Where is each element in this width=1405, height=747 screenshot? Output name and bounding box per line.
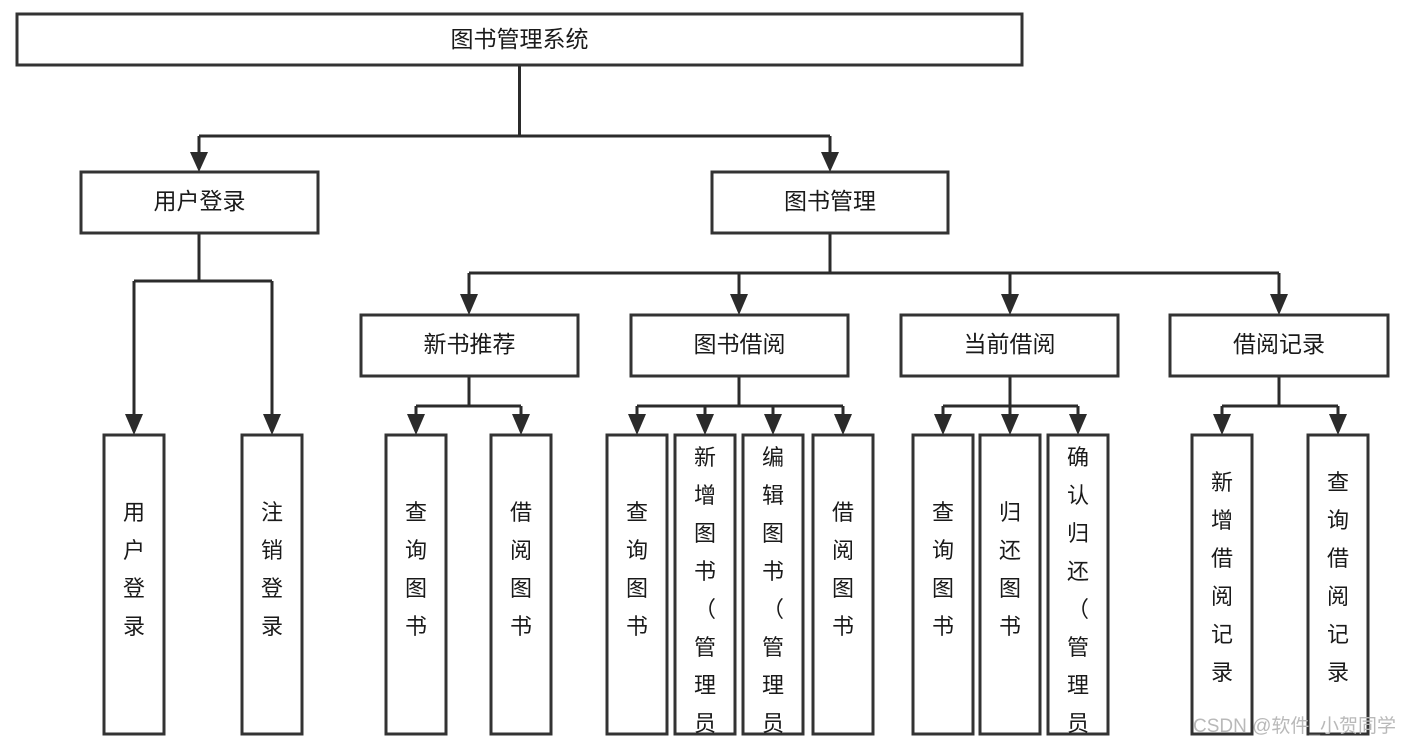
leaf-query-record[interactable]: 查询借阅记录 [1306, 433, 1370, 736]
node-borrow-record[interactable]: 借阅记录 [1168, 313, 1390, 378]
arrow-head-leaf-add-record [1213, 414, 1231, 435]
arrow-head-leaf-borrow-book-1 [512, 414, 530, 435]
leaf-confirm-return-label: 确认归还（管理员） [1067, 445, 1089, 747]
leaf-return-book[interactable]: 归还图书 [978, 433, 1042, 736]
leaf-query-record-box [1306, 433, 1370, 736]
node-new-book-recommend-box [359, 313, 580, 378]
arrow-head-leaf-edit-book [764, 414, 782, 435]
leaf-add-record-box [1190, 433, 1254, 736]
arrow-head-leaf-add-book [696, 414, 714, 435]
arrow-head-leaf-borrow-book-2 [834, 414, 852, 435]
leaf-query-record-label: 查询借阅记录 [1327, 470, 1349, 685]
node-user-login[interactable]: 用户登录 [79, 170, 320, 235]
arrow-head-new-book-recommend [460, 294, 478, 315]
node-book-borrow[interactable]: 图书借阅 [629, 313, 850, 378]
leaf-logout-login-box [240, 433, 304, 736]
leaf-add-record-label: 新增借阅记录 [1211, 470, 1233, 685]
connector-book-borrow-trunk [635, 376, 845, 417]
leaf-logout-login-label: 注销登录 [261, 500, 283, 639]
arrow-head-leaf-query-book-3 [934, 414, 952, 435]
leaf-query-book-3[interactable]: 查询图书 [911, 433, 975, 736]
node-book-manage-box [710, 170, 950, 235]
arrow-head-leaf-query-book-1 [407, 414, 425, 435]
connector-user-login-trunk [132, 233, 274, 417]
arrow-head-leaf-query-book-2 [628, 414, 646, 435]
node-new-book-recommend-label: 新书推荐 [424, 331, 516, 357]
leaf-borrow-book-2[interactable]: 借阅图书 [811, 433, 875, 736]
leaf-add-record[interactable]: 新增借阅记录 [1190, 433, 1254, 736]
node-book-borrow-box [629, 313, 850, 378]
leaf-add-book-box [673, 433, 737, 736]
node-book-borrow-label: 图书借阅 [694, 331, 786, 357]
leaf-query-book-1-box [384, 433, 448, 736]
csdn-watermark: CSDN @软件_小贺同学 [1193, 715, 1396, 737]
node-borrow-record-label: 借阅记录 [1233, 331, 1325, 357]
leaf-user-login-box [102, 433, 166, 736]
connector-new-book-recommend-trunk [414, 376, 523, 417]
leaf-borrow-book-1[interactable]: 借阅图书 [489, 433, 553, 736]
connector-layer [125, 65, 1347, 435]
arrow-head-user-login [190, 152, 208, 172]
node-user-login-label: 用户登录 [154, 188, 246, 214]
leaf-logout-login[interactable]: 注销登录 [240, 433, 304, 736]
leaf-query-book-2[interactable]: 查询图书 [605, 433, 669, 736]
leaf-confirm-return[interactable]: 确认归还（管理员） [1046, 433, 1110, 747]
leaf-borrow-book-1-label: 借阅图书 [510, 500, 532, 639]
arrow-head-leaf-query-record [1329, 414, 1347, 435]
node-book-manage-label: 图书管理 [784, 188, 876, 214]
node-root[interactable]: 图书管理系统 [15, 12, 1024, 67]
leaf-borrow-book-2-box [811, 433, 875, 736]
arrow-head-leaf-logout-login [263, 414, 281, 435]
connector-current-borrow-trunk [941, 376, 1080, 417]
leaf-query-book-3-box [911, 433, 975, 736]
arrow-head-leaf-return-book [1001, 414, 1019, 435]
leaf-query-book-3-label: 查询图书 [932, 500, 954, 639]
arrow-head-current-borrow [1001, 294, 1019, 315]
node-book-manage[interactable]: 图书管理 [710, 170, 950, 235]
leaf-return-book-box [978, 433, 1042, 736]
leaf-add-book[interactable]: 新增图书（管理员） [673, 433, 737, 747]
connector-borrow-record-trunk [1220, 376, 1340, 417]
arrow-head-leaf-user-login [125, 414, 143, 435]
arrow-head-book-manage [821, 152, 839, 172]
node-current-borrow[interactable]: 当前借阅 [899, 313, 1120, 378]
arrow-head-book-borrow [730, 294, 748, 315]
connector-book-manage-trunk [467, 233, 1281, 297]
node-user-login-box [79, 170, 320, 235]
leaf-query-book-2-label: 查询图书 [626, 500, 648, 639]
leaf-borrow-book-2-label: 借阅图书 [832, 500, 854, 639]
connector-root-trunk [197, 65, 832, 155]
leaf-return-book-label: 归还图书 [999, 500, 1021, 639]
leaf-add-book-label: 新增图书（管理员） [694, 445, 716, 747]
leaf-edit-book[interactable]: 编辑图书（管理员） [741, 433, 805, 747]
leaf-edit-book-box [741, 433, 805, 736]
leaf-query-book-1-label: 查询图书 [405, 500, 427, 639]
leaf-borrow-book-1-box [489, 433, 553, 736]
leaf-confirm-return-box [1046, 433, 1110, 736]
arrow-head-borrow-record [1270, 294, 1288, 315]
leaf-edit-book-label: 编辑图书（管理员） [762, 445, 784, 747]
node-borrow-record-box [1168, 313, 1390, 378]
arrow-head-leaf-confirm-return [1069, 414, 1087, 435]
node-root-box [15, 12, 1024, 67]
leaf-user-login-label: 用户登录 [123, 500, 145, 639]
node-current-borrow-label: 当前借阅 [964, 331, 1056, 357]
node-new-book-recommend[interactable]: 新书推荐 [359, 313, 580, 378]
leaf-user-login[interactable]: 用户登录 [102, 433, 166, 736]
node-current-borrow-box [899, 313, 1120, 378]
leaf-query-book-1[interactable]: 查询图书 [384, 433, 448, 736]
node-root-label: 图书管理系统 [451, 26, 589, 52]
leaf-query-book-2-box [605, 433, 669, 736]
